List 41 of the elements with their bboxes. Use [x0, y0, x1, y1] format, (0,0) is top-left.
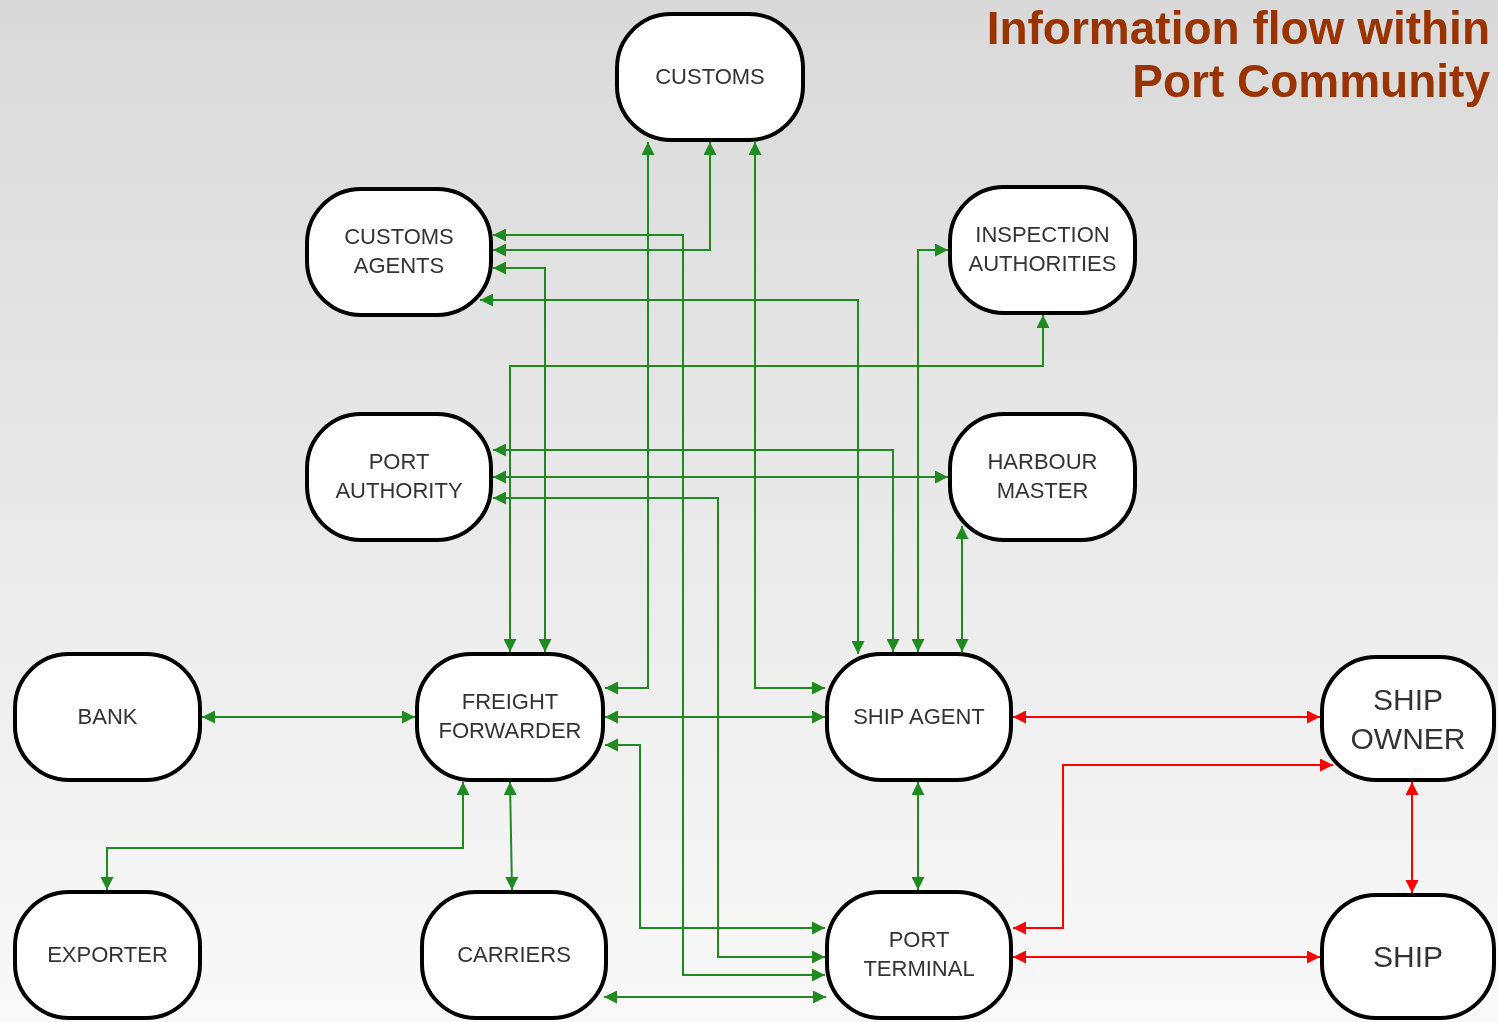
- connector-arrow: [1012, 758, 1334, 935]
- node-label: CUSTOMS: [654, 62, 766, 91]
- node-label: SHIP: [1372, 939, 1444, 975]
- rounded-node: [305, 187, 493, 317]
- connector-arrow: [955, 525, 969, 653]
- node-label: PORT TERMINAL: [862, 926, 976, 983]
- rounded-node: [825, 890, 1013, 1020]
- connector-arrow: [201, 710, 416, 724]
- connector-arrow: [100, 781, 470, 891]
- connector-arrow: [748, 141, 826, 695]
- connector-arrow: [492, 228, 826, 982]
- connector-arrow: [1012, 950, 1321, 964]
- connector-arrow: [492, 261, 552, 653]
- connector-arrow: [911, 243, 949, 653]
- connector-arrow: [604, 738, 826, 935]
- connector-arrow: [492, 491, 826, 964]
- rounded-node: [420, 890, 608, 1020]
- node-label: CUSTOMS AGENTS: [343, 223, 455, 280]
- connector-arrow: [1405, 781, 1419, 894]
- connector-arrow: [604, 141, 655, 695]
- connector-arrow: [479, 293, 865, 655]
- node-label: FREIGHT FORWARDER: [437, 688, 583, 745]
- node-label: INSPECTION AUTHORITIES: [967, 221, 1118, 278]
- node-label: CARRIERS: [456, 940, 572, 969]
- connector-arrow: [492, 470, 949, 484]
- node-label: BANK: [76, 702, 139, 731]
- node-label: SHIP AGENT: [852, 702, 986, 731]
- connector-arrow: [492, 443, 900, 653]
- connector-arrow: [1012, 710, 1321, 724]
- node-label: EXPORTER: [46, 940, 169, 969]
- node-label: HARBOUR MASTER: [986, 448, 1099, 505]
- title: Information flow within Port Community: [985, 2, 1490, 108]
- connector-arrow: [603, 990, 827, 1004]
- connector-arrow: [503, 781, 519, 891]
- connector-arrow: [503, 314, 1050, 653]
- connector-arrow: [911, 781, 925, 891]
- connector-arrow: [492, 141, 717, 257]
- rounded-node: [1320, 655, 1496, 782]
- node-label: SHIP OWNER: [1349, 681, 1467, 757]
- node-label: PORT AUTHORITY: [334, 448, 464, 505]
- connector-arrow: [604, 710, 826, 724]
